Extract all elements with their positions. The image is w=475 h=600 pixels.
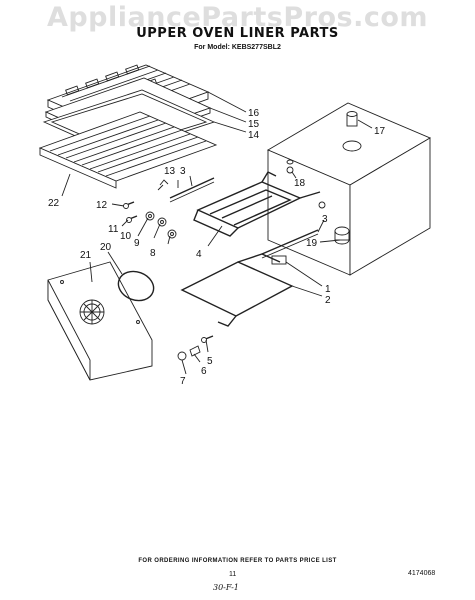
part-17-vent-cap — [346, 111, 358, 127]
callout-10: 10 — [120, 231, 132, 242]
model-line: For Model: KEBS277SBL2 — [194, 44, 281, 51]
part-13-support-bar — [169, 177, 215, 203]
part-22-oven-rack — [38, 111, 218, 189]
callout-9: 9 — [134, 238, 140, 249]
callout-19: 19 — [306, 238, 318, 249]
handwritten-note: 30-F-1 — [213, 583, 239, 592]
callout-5: 5 — [207, 356, 213, 367]
document-part-number: 4174068 — [408, 570, 436, 577]
part-18-screw — [286, 166, 294, 174]
callout-3-lower: 3 — [322, 214, 328, 225]
part-1-terminal — [271, 255, 287, 265]
part-19-connector — [334, 226, 350, 245]
callout-7: 7 — [180, 376, 186, 387]
diagram-title: UPPER OVEN LINER PARTS — [136, 26, 339, 41]
part-8-nut — [167, 229, 177, 239]
callout-20: 20 — [100, 242, 112, 253]
callout-11: 11 — [108, 224, 119, 235]
oven-cavity-box — [267, 102, 431, 276]
callout-8: 8 — [150, 248, 156, 259]
callout-18: 18 — [294, 178, 306, 189]
part-20-gasket-ring — [117, 270, 155, 302]
callout-2: 2 — [325, 295, 331, 306]
ordering-info-note: FOR ORDERING INFORMATION REFER TO PARTS … — [138, 558, 337, 564]
callout-14: 14 — [248, 130, 260, 141]
part-7-washer — [177, 351, 187, 361]
part-21-rear-panel — [47, 261, 153, 381]
callout-6: 6 — [201, 366, 207, 377]
part-3-bar-lower — [261, 229, 319, 259]
callout-3-upper: 3 — [180, 166, 186, 177]
part-12-screw — [123, 201, 135, 209]
callout-12: 12 — [96, 200, 108, 211]
callout-4: 4 — [196, 249, 202, 260]
callout-15: 15 — [248, 119, 260, 130]
callout-13: 13 — [164, 166, 176, 177]
callout-16: 16 — [248, 108, 260, 119]
part-4-broil-element — [193, 171, 321, 237]
part-6-clip — [189, 345, 201, 357]
part-2-bake-element — [180, 253, 294, 327]
callout-22: 22 — [48, 198, 60, 209]
callout-21: 21 — [80, 250, 92, 261]
part-3-clip-upper — [159, 179, 169, 186]
callout-1: 1 — [325, 284, 331, 295]
part-5-screw — [201, 335, 214, 343]
leader-lines — [61, 91, 373, 375]
part-11-screw — [126, 215, 138, 223]
page-number: 11 — [229, 571, 237, 578]
callout-17: 17 — [374, 126, 386, 137]
